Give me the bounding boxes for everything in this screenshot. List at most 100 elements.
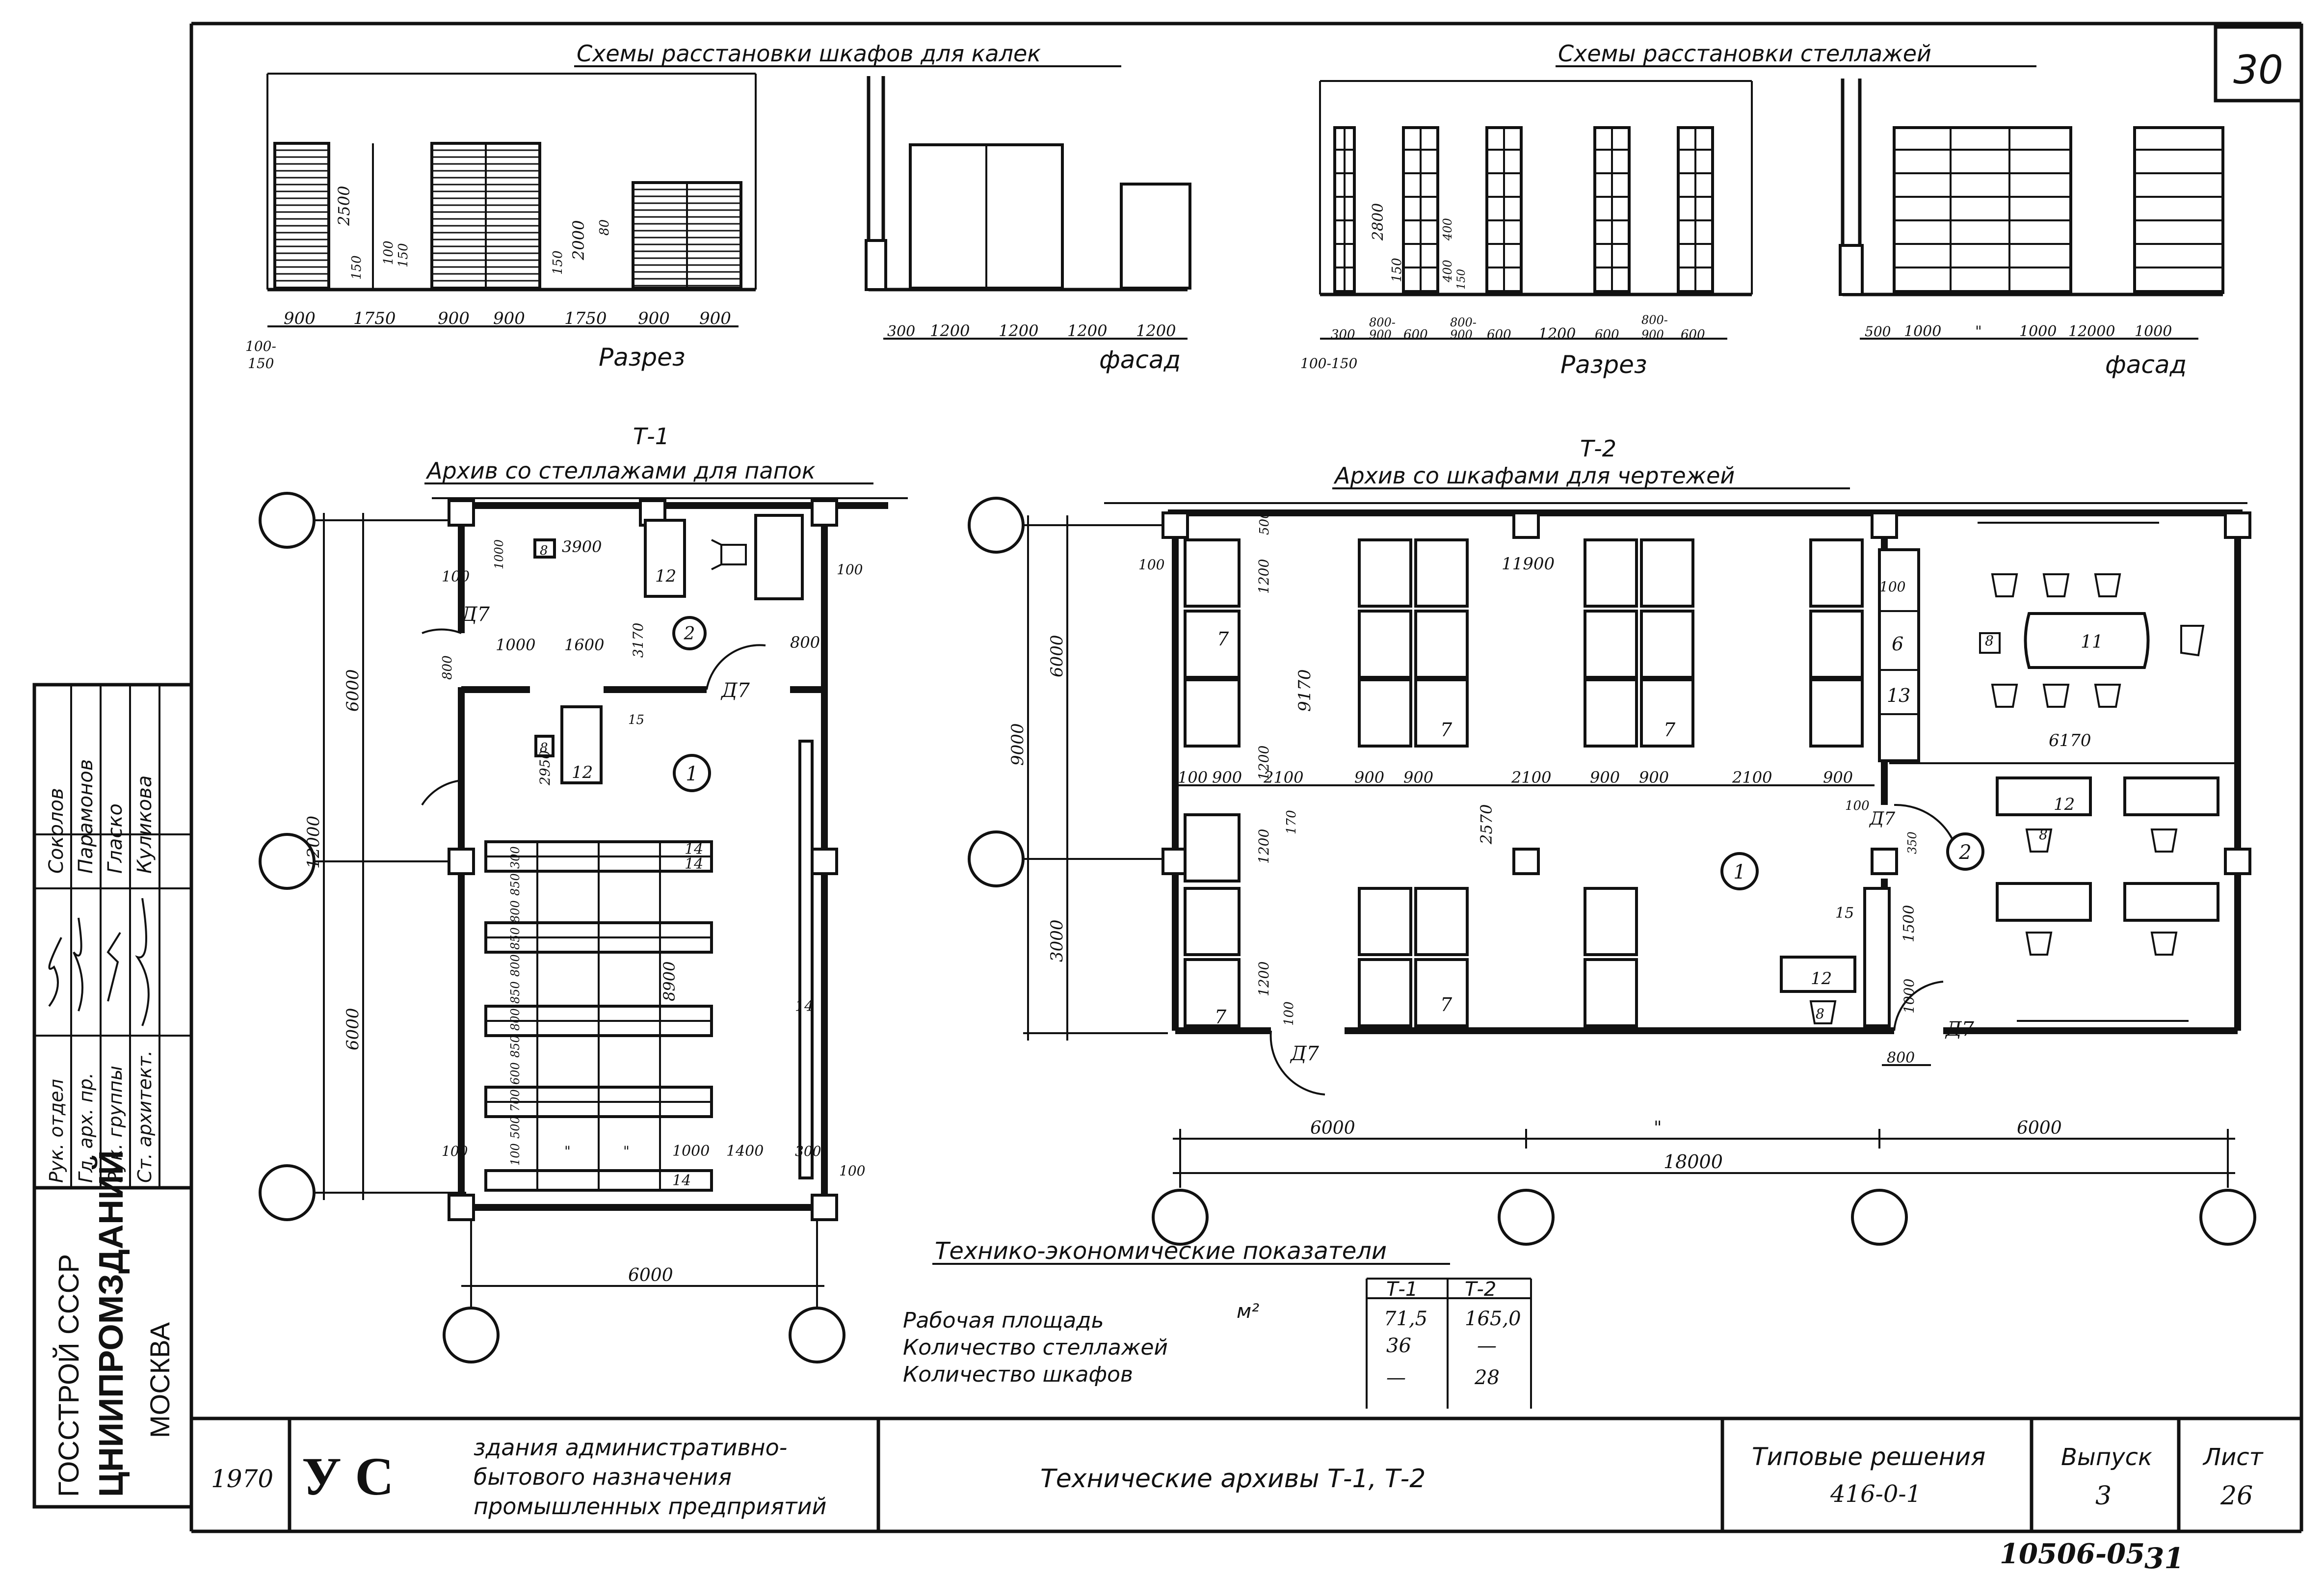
title-sheet-title: Технические архивы Т-1, Т-2 [1040, 1464, 1426, 1494]
chair [2150, 829, 2178, 853]
t2-run-dim-2: 2100 [1263, 768, 1303, 787]
t2-dim-bottom-mid: " [1654, 1118, 1662, 1138]
indicators-row-2-label: Количество шкафов [903, 1362, 1133, 1387]
t1-row-dim-10: 500 [508, 1116, 522, 1139]
indicators-row-2-t1: — [1386, 1366, 1406, 1389]
indicators-row-1-label: Количество стеллажей [903, 1335, 1168, 1360]
t1-dim-lower: 6000 [343, 1008, 363, 1050]
title-year: 1970 [211, 1465, 273, 1493]
stamp-name-3: Куликова [133, 775, 156, 874]
t1-dim-800v: 800 [440, 655, 455, 680]
chair [1809, 1000, 1837, 1024]
t2-item-15: 15 [1835, 905, 1854, 922]
drawing-cabinet [1358, 610, 1412, 679]
t1-row-dim-6: 800 [508, 1008, 522, 1031]
axis-circle-t2-a [968, 497, 1025, 554]
rack-dim-4: 800- [1450, 316, 1477, 329]
rack-dim-10: 900 [1641, 328, 1664, 342]
stamp-role-3: Ст. архитект. [134, 1050, 156, 1183]
stamp-role-1: Гл. арх. пр. [75, 1072, 97, 1183]
rack-dim-11: 600 [1681, 327, 1705, 342]
t1-item-12b: 12 [572, 763, 593, 782]
t2-dim-2570: 2570 [1477, 804, 1496, 845]
indicators-row-0-t2: 165,0 [1465, 1308, 1521, 1330]
cab-v-150a: 150 [349, 255, 364, 280]
t2-item-8a: 8 [1985, 633, 1994, 649]
drawing-cabinet [1809, 610, 1864, 679]
cab-v-150b: 150 [396, 243, 411, 267]
cab-dim-3: 900 [493, 309, 525, 328]
axis-circle-t2-b [968, 830, 1025, 887]
rack-section-label: Разрез [1560, 350, 1647, 379]
title-sheet-value: 26 [2220, 1481, 2253, 1511]
plan-t1: Т-1 Архив со стеллажами для папок 12000 … [259, 423, 908, 1363]
indicators-row-2-t2: 28 [1474, 1366, 1500, 1389]
rack-dim-9: 800- [1641, 313, 1668, 327]
cab-dim-left2: 150 [248, 355, 274, 372]
t2-dim-11900: 11900 [1502, 554, 1555, 574]
t2-item-13: 13 [1887, 685, 1910, 706]
cab-dim-4: 1750 [564, 309, 607, 328]
rack-v-400a: 400 [1441, 218, 1454, 241]
t1-item-14a: 14 [685, 841, 703, 858]
cab-section-label: Разрез [599, 343, 685, 372]
chair [2094, 684, 2121, 708]
axis-circle-t2-e [1851, 1189, 1908, 1246]
t1-row-dim-7: 850 [508, 1035, 522, 1058]
chair [2180, 625, 2205, 657]
chair [2025, 932, 2053, 956]
indicators-col-t1: Т-1 [1386, 1278, 1418, 1301]
rack-dim-1: 800- [1369, 316, 1396, 329]
chair [2025, 829, 2053, 853]
chair [2042, 573, 2070, 597]
t2-item-7a: 7 [1217, 628, 1229, 650]
t1-dim-800: 800 [790, 633, 820, 652]
rack-fac-dim-0: 500 [1865, 323, 1891, 340]
rack-facade-label: фасад [2105, 350, 2187, 379]
rack-shelves [1335, 128, 1713, 293]
drawing-cabinet [1414, 610, 1469, 679]
plan-t2-code: Т-2 [1580, 435, 1616, 462]
t1-row-dim-1: 850 [508, 873, 522, 896]
indicators-title: Технико-экономические показатели [935, 1237, 1387, 1265]
axis-circle-t2-c [1152, 1189, 1209, 1246]
stamp-role-0: Рук. отдел [46, 1079, 67, 1183]
rack-dim-6: 600 [1487, 327, 1511, 342]
t2-dim-bottom-left: 6000 [1310, 1118, 1355, 1138]
t1-item-14c: 14 [795, 998, 814, 1015]
t2-item-7e: 7 [1215, 1006, 1227, 1028]
t2-room-1: 1 [1733, 861, 1745, 883]
t2-door-3: Д7 [1945, 1018, 1975, 1041]
t1-bot-4: 1400 [726, 1143, 764, 1160]
cab-dim-left: 100- [245, 338, 276, 354]
t2-dim-h3000: 3000 [1047, 919, 1067, 962]
rack-fac-dim-4: 12000 [2068, 323, 2115, 340]
t2-dim-1200a: 1200 [1256, 559, 1272, 594]
t2-chairs [1809, 573, 2205, 1024]
stamp-role-2: Рук. группы [105, 1066, 126, 1183]
t1-row-dim-5: 850 [508, 981, 522, 1004]
title-purpose-1: здания административно- [474, 1434, 787, 1461]
drawing-cabinet [1184, 678, 1241, 748]
drawing-cabinet [1184, 610, 1241, 679]
scheme-cabinets: Схемы расстановки шкафов для калек 900 1… [245, 40, 1191, 374]
cab-dim-0: 900 [284, 309, 316, 328]
indicators-table: Технико-экономические показатели Т-1 Т-2… [903, 1237, 1532, 1409]
axis-circle-t1-e [789, 1307, 845, 1363]
t1-item-14d: 14 [672, 1172, 691, 1189]
t2-dim-800: 800 [1887, 1049, 1915, 1067]
cab-dim-2: 900 [438, 309, 470, 328]
indicators-row-0-t1: 71,5 [1384, 1308, 1427, 1330]
t1-room-2: 2 [684, 624, 695, 644]
drawing-cabinet [1184, 538, 1241, 608]
t2-item-7c: 7 [1664, 719, 1676, 741]
stamp-name-2: Гласко [104, 803, 127, 874]
axis-circle-t2-d [1498, 1189, 1555, 1246]
t2-item-12a: 12 [2054, 795, 2075, 814]
t1-bot-0: 100 [442, 1143, 468, 1159]
t1-door-2: Д7 [720, 679, 750, 702]
plan-t2-title: Архив со шкафами для чертежей [1333, 462, 1735, 489]
rack-dim-3: 600 [1403, 327, 1428, 342]
